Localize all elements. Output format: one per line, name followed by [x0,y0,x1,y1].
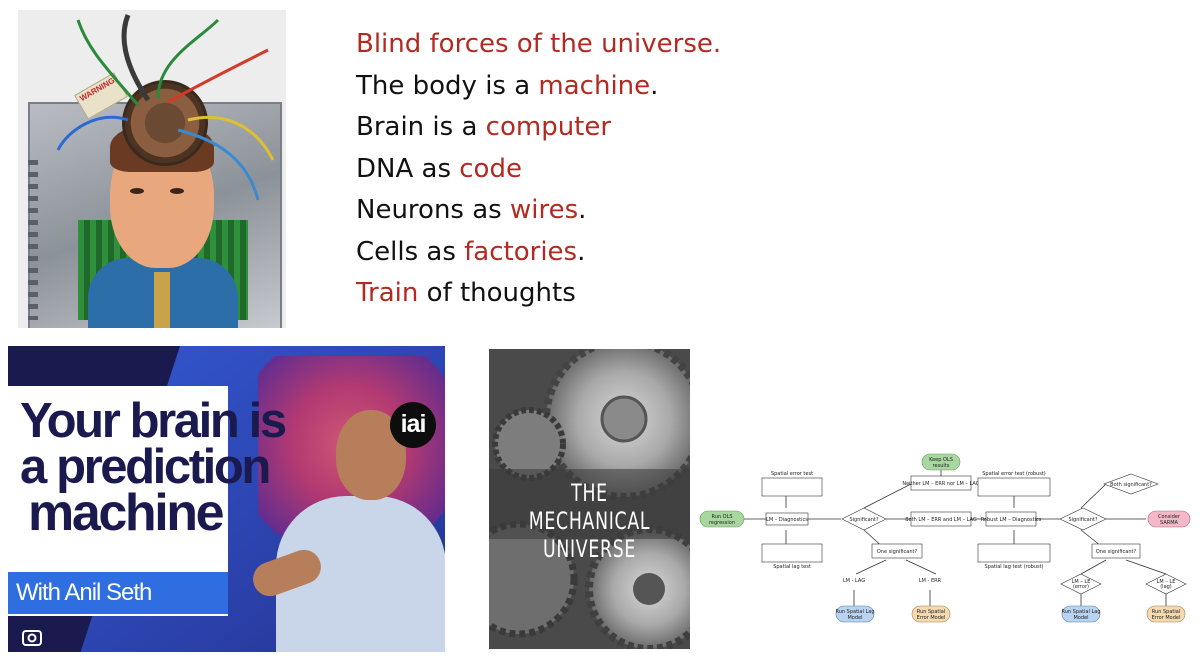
video-title-line-3: machine [28,484,225,542]
node-lm-le-error: LM – LE(error) [1072,579,1091,590]
portrait-tie [154,272,170,328]
book-title-line-2: UNIVERSE [542,535,637,563]
metaphor-text: DNA as [356,153,460,184]
metaphor-line-1: Blind forces of the universe. [356,24,856,66]
metaphor-text: Neurons as [356,195,510,225]
metaphor-text: of thoughts [418,278,576,308]
gears-graphic [489,349,690,649]
camera-icon[interactable] [22,628,42,646]
node-lm-le-lag: LM – LE(lag) [1157,579,1176,590]
metaphor-line-6: Cells as factories. [356,232,856,274]
label-spatial-error-test: Spatial error test [771,471,813,477]
metaphor-keyword: Blind forces of the universe. [356,29,722,59]
node-lm-err: LM - ERR [919,578,942,584]
metaphor-keyword: Train [356,278,419,308]
node-both-significant: Both significant? [1110,482,1152,488]
node-robust-diagnostics: Robust LM – Diagnostics [981,517,1042,523]
metaphor-list: Blind forces of the universe. The body is… [356,24,856,315]
label-spatial-lag-test-robust: Spatial lag test (robust) [984,564,1043,570]
video-title-line-2: a prediction [20,440,271,494]
plate-holes [28,160,38,320]
node-neither: Neither LM – ERR nor LM – LAG [902,481,979,487]
rotary-switch [122,80,208,166]
metaphor-line-3: Brain is a computer [356,107,856,149]
book-title-line-1: THE MECHANICAL [528,479,651,535]
video-thumbnail[interactable]: Your brain is a prediction machine With … [8,346,445,652]
metaphor-keyword: factories [464,236,578,267]
node-one-significant-1: One significant? [877,549,918,555]
metaphor-line-2: The body is a machine. [356,66,856,108]
iai-logo: iai [390,402,436,448]
label-spatial-lag-test: Spatial lag test [773,564,811,570]
metaphor-line-5: Neurons as wires. [356,190,856,232]
video-title: Your brain is a prediction machine [20,394,287,542]
video-subtitle: With Anil Seth [8,572,228,614]
node-significant-2: Significant? [1068,517,1097,523]
label-spatial-error-test-robust: Spatial error test (robust) [982,471,1046,477]
book-cover: THE MECHANICAL UNIVERSE [489,349,690,649]
collage-image: WARNING [18,10,286,328]
metaphor-text: The body is a [356,70,539,101]
node-lm-diagnostics: LM – Diagnostics [766,517,808,523]
node-significant-1: Significant? [849,517,878,523]
metaphor-keyword: computer [485,112,612,142]
node-both: Both LM – ERR and LM – LAG [905,517,977,523]
metaphor-text: Brain is a [356,112,486,142]
metaphor-keyword: code [459,153,522,184]
metaphor-text: . [577,236,586,267]
video-title-line-1: Your brain is [20,394,287,448]
portrait-eye-left [130,188,144,194]
metaphor-text: Cells as [356,236,465,267]
metaphor-text: . [578,195,587,225]
node-one-significant-2: One significant? [1096,549,1137,555]
book-title: THE MECHANICAL UNIVERSE [517,479,662,563]
portrait-eye-right [170,188,184,194]
metaphor-line-7: Train of thoughts [356,273,856,315]
metaphor-text: . [650,70,659,101]
node-lm-lag: LM - LAG [843,578,865,584]
metaphor-keyword: machine [538,70,651,101]
metaphor-line-4: DNA as code [356,149,856,191]
wires-graphic [56,14,275,201]
metaphor-keyword: wires [509,195,579,225]
